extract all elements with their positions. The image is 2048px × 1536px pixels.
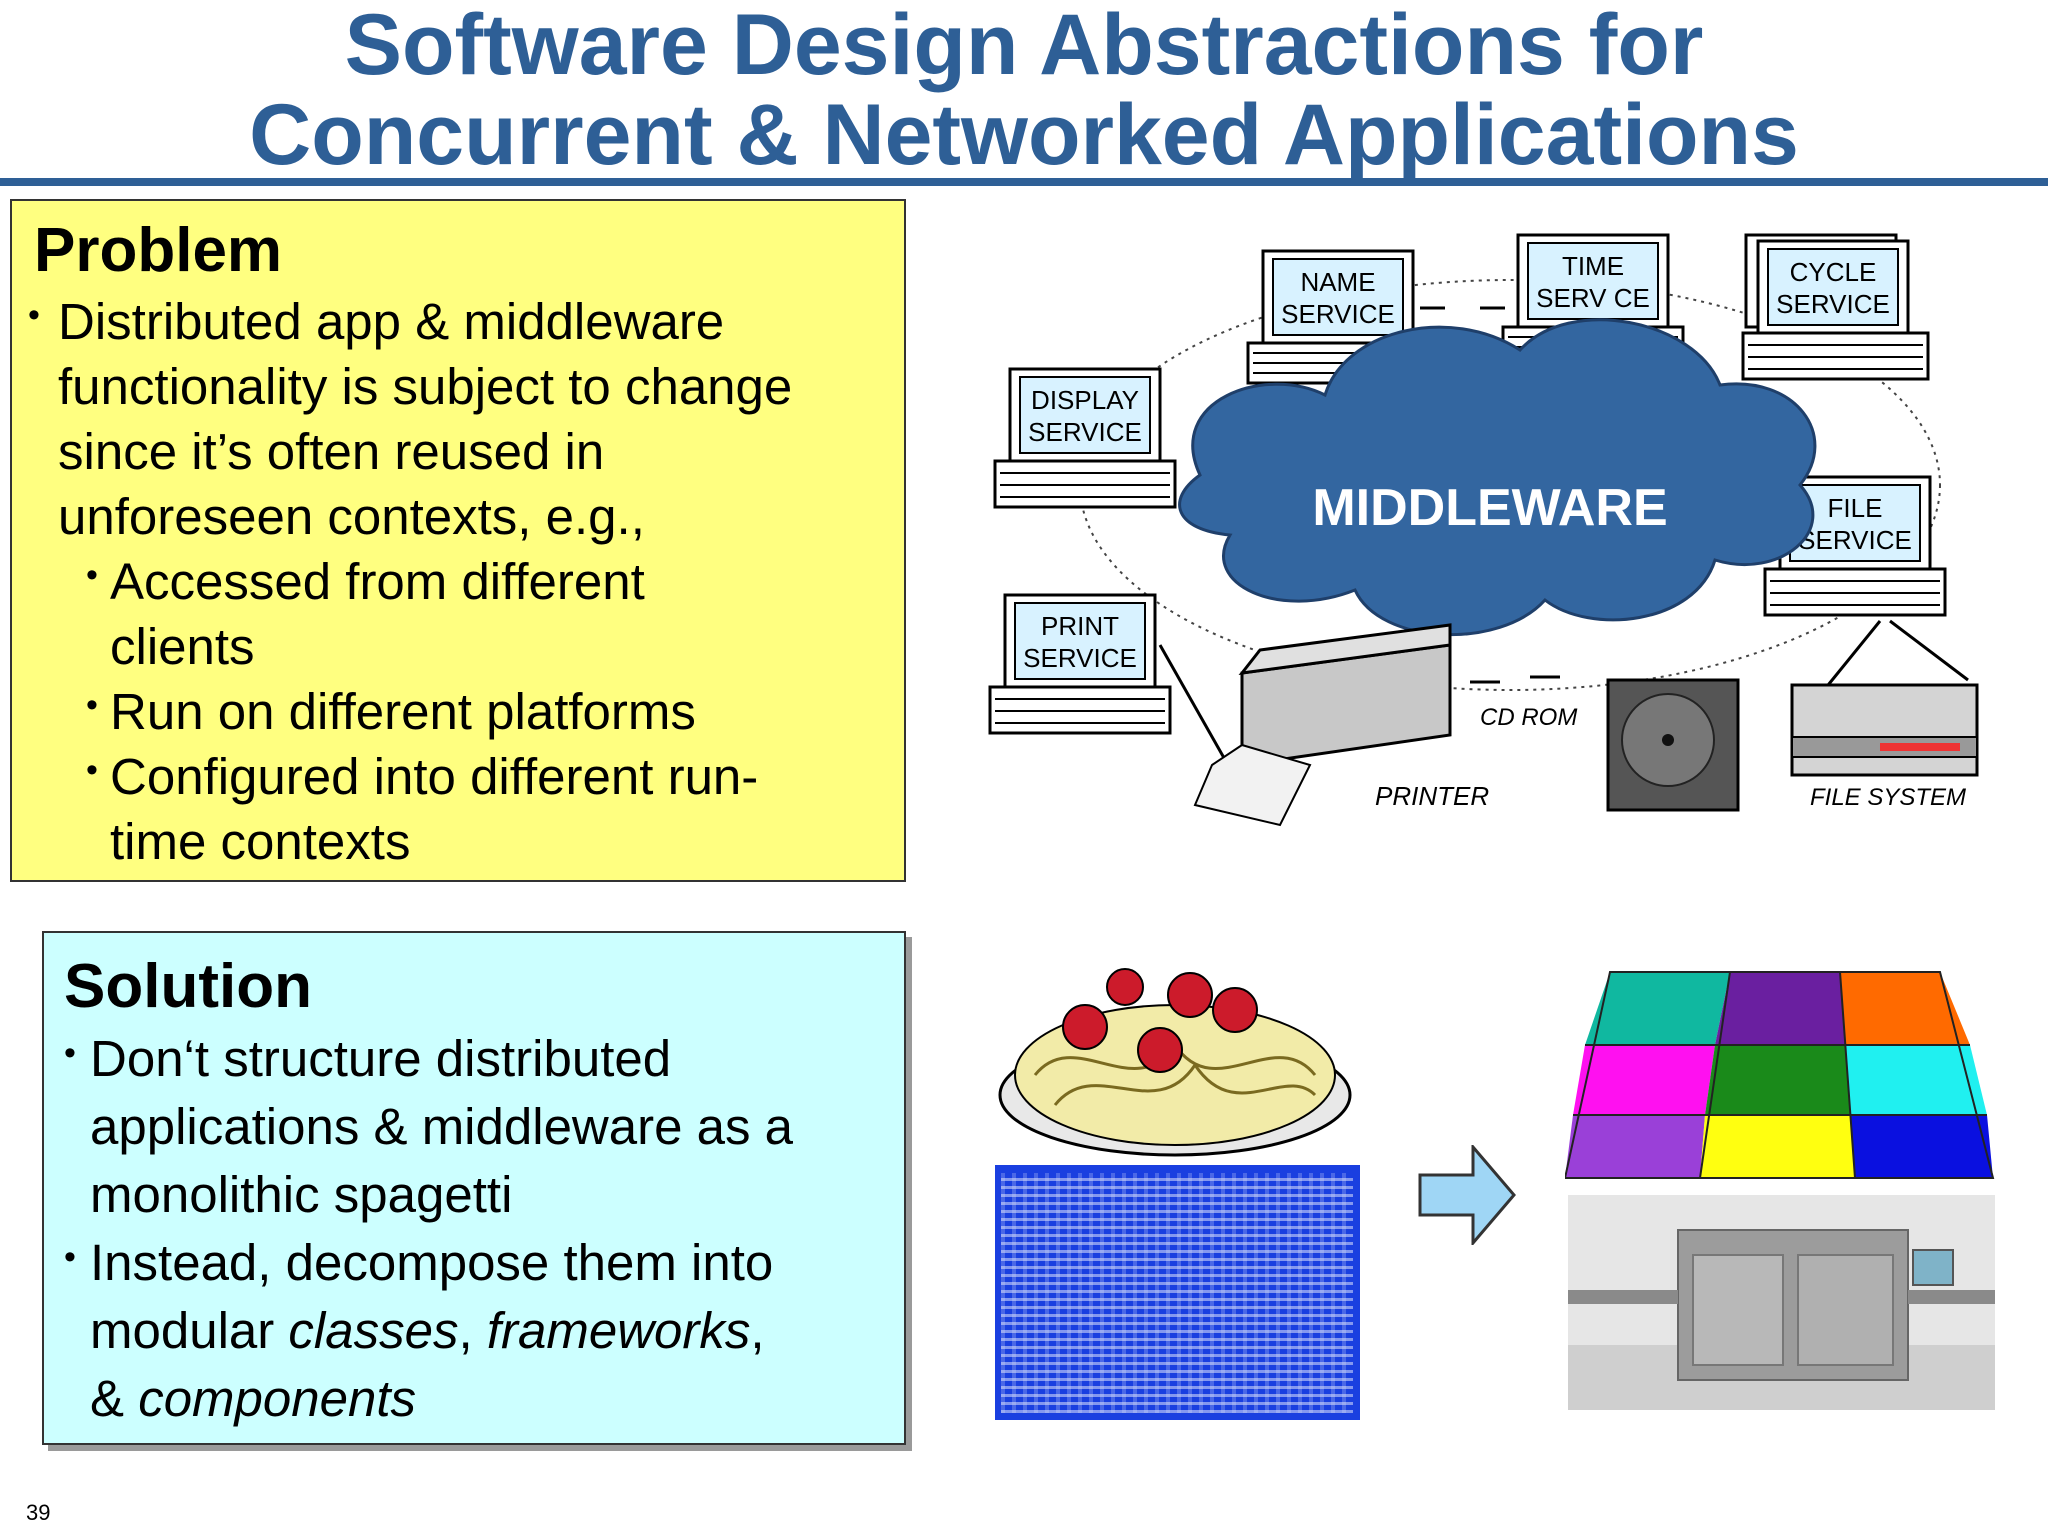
text-run: , [750,1302,765,1359]
puzzle-components-image [1565,971,1995,1179]
text-run: , [458,1302,487,1359]
connector-file-cdrom [1818,620,1882,696]
problem-b1-line2: functionality is subject to change [58,358,793,415]
code-noise [1001,1173,1353,1413]
text-run: modular [90,1302,289,1359]
file-service-label-2: SERVICE [1798,525,1912,555]
solution-b2-line3: & components [90,1365,773,1433]
bullet-dot: • [64,1238,76,1276]
middleware-cloud-label: MIDDLEWARE [1312,479,1667,537]
solution-box: Solution • Don‘t structure distributed a… [42,931,906,1445]
problem-b1-line1: Distributed app & middleware [58,293,725,350]
print-service-label-2: SERVICE [1023,643,1137,673]
solution-b2-line2: modular classes, frameworks, [90,1297,773,1365]
display-service-label-2: SERVICE [1028,417,1142,447]
print-service-label-1: PRINT [1041,611,1119,641]
computer-display-service: DISPLAY SERVICE [993,367,1177,509]
problem-box: Problem • Distributed app & middleware f… [10,199,906,882]
bullet-dot: • [28,296,40,334]
problem-sub-bullet-3: • Configured into different run- time co… [86,744,759,874]
page-number: 39 [26,1500,51,1525]
connector-dash [1470,675,1560,684]
problem-bullet-1: • Distributed app & middleware functiona… [28,289,793,549]
problem-b1-line4: unforeseen contexts, e.g., [58,488,645,545]
solution-bullet-1: • Don‘t structure distributed applicatio… [64,1025,794,1229]
cdrom-label: CD ROM [1480,704,1577,731]
middleware-network-diagram: NAME SERVICE TIME SERV CE CYCLE SERVICE … [988,233,1979,827]
bullet-dot: • [86,751,98,789]
solution-b1-line1: Don‘t structure distributed [90,1030,672,1087]
text-run: & [90,1370,139,1427]
spaghetti-plate-illustration [998,968,1352,1157]
term-classes: classes [288,1302,459,1359]
term-components: components [138,1370,417,1427]
problem-s1-line1: Accessed from different [110,553,645,610]
bullet-dot: • [86,556,98,594]
network-ring [1079,279,1941,691]
connector-print-printer [1158,644,1230,766]
solution-bullet-2: • Instead, decompose them into modular c… [64,1229,774,1433]
computer-name-service: NAME SERVICE [1246,249,1430,385]
transform-arrow [1418,1145,1516,1245]
display-service-label-1: DISPLAY [1031,385,1139,415]
cdrom-device [1606,678,1740,812]
printer-label: PRINTER [1375,781,1489,811]
computer-file-service: FILE SERVICE [1763,475,1947,617]
problem-b1-line3: since it’s often reused in [58,423,605,480]
problem-heading: Problem [34,216,283,285]
filesystem-device [1790,683,1979,777]
name-service-label-2: SERVICE [1281,299,1395,329]
problem-s3-line2: time contexts [110,813,411,870]
bullet-dot: • [64,1034,76,1072]
time-service-label-1: TIME [1562,251,1624,281]
cycle-service-label-1: CYCLE [1790,257,1877,287]
printer-device [1193,623,1452,827]
problem-sub-bullet-1: • Accessed from different clients [86,549,645,679]
problem-s3-line1: Configured into different run- [110,748,759,805]
computer-print-service: PRINT SERVICE [988,593,1172,735]
monolithic-code-image [995,1165,1360,1420]
title-rule [0,178,2048,186]
connector-file-filesystem [1889,619,1969,682]
middleware-cloud [1178,318,1817,636]
filesystem-label: FILE SYSTEM [1810,784,1966,811]
problem-s2-line1: Run on different platforms [110,683,696,740]
solution-b1-line3: monolithic spagetti [90,1166,513,1223]
problem-sub-bullet-2: • Run on different platforms [86,679,696,744]
cycle-service-label-2: SERVICE [1776,289,1890,319]
solution-b1-line2: applications & middleware as a [90,1098,794,1155]
industrial-machine-photo [1568,1195,1995,1410]
computer-cycle-service: CYCLE SERVICE [1741,233,1930,381]
problem-s1-line2: clients [110,618,255,675]
time-service-label-2: SERV CE [1536,283,1650,313]
solution-heading: Solution [64,952,312,1021]
title-line-1: Software Design Abstractions for [344,0,1704,93]
bullet-dot: • [86,686,98,724]
solution-b2-line1: Instead, decompose them into [90,1234,774,1291]
term-frameworks: frameworks [486,1302,751,1359]
title-line-2: Concurrent & Networked Applications [249,87,1799,183]
file-service-label-1: FILE [1828,493,1883,523]
name-service-label-1: NAME [1300,267,1375,297]
